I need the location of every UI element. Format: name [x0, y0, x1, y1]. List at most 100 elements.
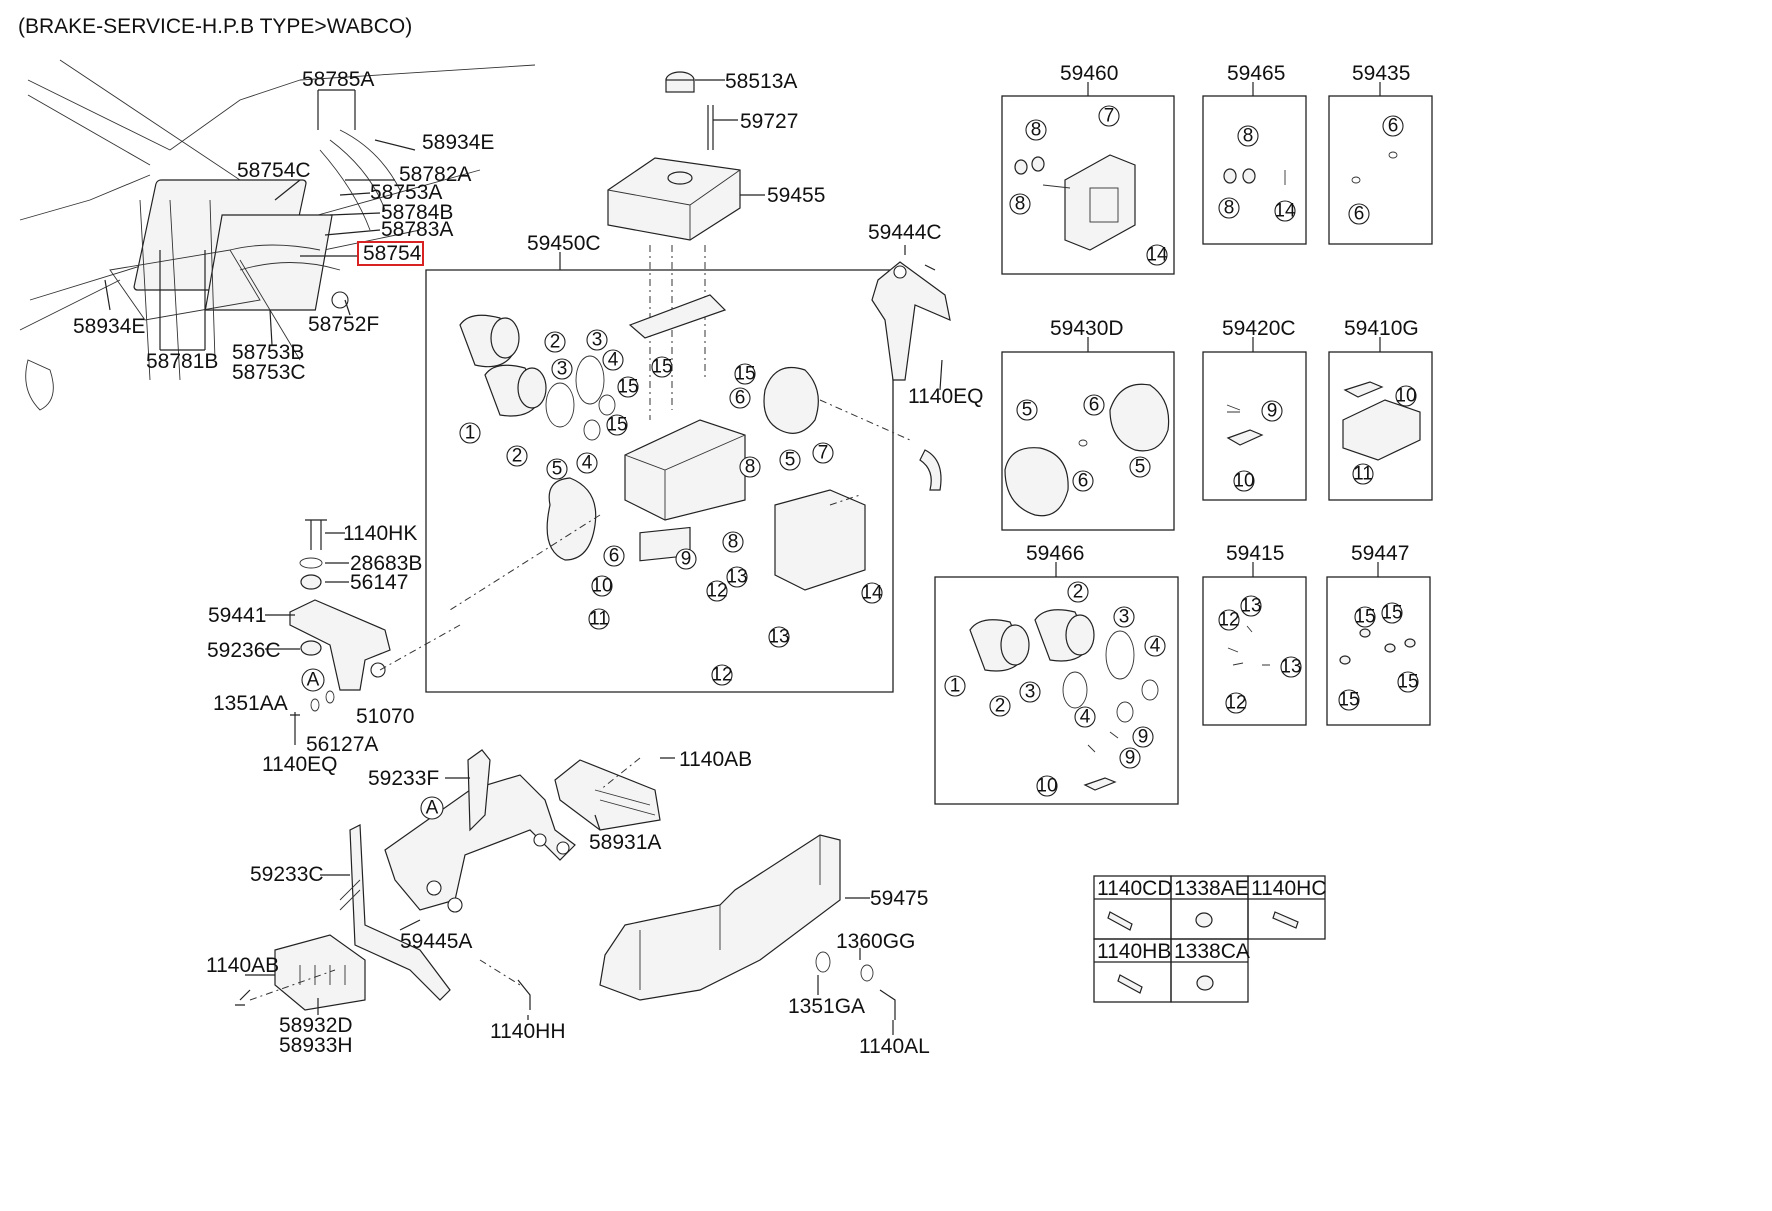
label-58754C: 58754C — [237, 159, 311, 182]
table-cell-1338AE: 1338AE — [1174, 877, 1249, 900]
label-58933H: 58933H — [279, 1034, 353, 1057]
label-1140AB-bottom: 1140AB — [206, 954, 279, 977]
leaders-top-left — [104, 89, 416, 351]
callout-9: 9 — [1125, 748, 1136, 769]
callout-13: 13 — [726, 567, 747, 588]
callout-13: 13 — [768, 627, 789, 648]
label-59236C: 59236C — [207, 639, 281, 662]
kit-59435: 6 6 — [1328, 82, 1433, 245]
label-59444C: 59444C — [868, 221, 942, 244]
label-59441: 59441 — [208, 604, 266, 627]
callout-9: 9 — [1138, 727, 1149, 748]
callout-8: 8 — [1015, 194, 1026, 215]
callout-6: 6 — [1089, 395, 1100, 416]
label-58754-highlighted[interactable]: 58754 — [363, 242, 422, 265]
callout-A-top: A — [307, 670, 320, 691]
lower-leaders — [245, 757, 894, 1035]
callout-10: 10 — [1036, 776, 1057, 797]
label-59450C: 59450C — [527, 232, 601, 255]
callout-4: 4 — [1080, 707, 1091, 728]
callout-6: 6 — [735, 388, 746, 409]
callout-9: 9 — [681, 549, 692, 570]
label-1360GG: 1360GG — [836, 930, 915, 953]
kit-label-59466: 59466 — [1026, 542, 1084, 565]
callout-4: 4 — [1150, 636, 1161, 657]
callout-3: 3 — [557, 359, 568, 380]
label-1140EQ-left: 1140EQ — [262, 753, 338, 776]
callout-3: 3 — [1119, 607, 1130, 628]
label-59233C: 59233C — [250, 863, 324, 886]
label-58932D: 58932D — [279, 1014, 353, 1037]
table-cell-1338CA: 1338CA — [1174, 940, 1250, 963]
callout-15: 15 — [734, 364, 755, 385]
callout-10: 10 — [1395, 386, 1416, 407]
label-58785A: 58785A — [302, 68, 374, 91]
kit-59410G: 10 11 — [1328, 337, 1433, 501]
module-callouts: 2 3 3 4 15 15 15 15 6 1 2 4 5 8 5 7 6 9 … — [459, 329, 883, 686]
callout-12: 12 — [706, 581, 727, 602]
kit-label-59430D: 59430D — [1050, 317, 1124, 340]
label-58934E-top: 58934E — [422, 131, 494, 154]
module-parts — [449, 294, 942, 611]
callout-5: 5 — [1135, 457, 1146, 478]
callout-14: 14 — [1274, 201, 1296, 222]
kit-label-59435: 59435 — [1352, 62, 1410, 85]
label-58752F: 58752F — [308, 313, 379, 336]
callout-3: 3 — [592, 330, 603, 351]
callout-6: 6 — [1078, 471, 1089, 492]
label-58513A: 58513A — [725, 70, 797, 93]
callout-2: 2 — [1073, 582, 1084, 603]
callout-8: 8 — [1243, 126, 1254, 147]
kit-59466: 2 3 4 1 3 2 4 9 9 10 — [934, 562, 1179, 805]
callout-8: 8 — [728, 532, 739, 553]
label-1140AB-top: 1140AB — [679, 748, 752, 771]
callout-11: 11 — [1353, 464, 1373, 485]
callout-6: 6 — [1354, 204, 1365, 225]
kit-59447: 15 15 15 15 — [1326, 562, 1431, 726]
label-58753A: 58753A — [370, 181, 442, 204]
table-cell-1140HB: 1140HB — [1097, 940, 1171, 963]
callout-15: 15 — [1354, 607, 1375, 628]
kit-label-59420C: 59420C — [1222, 317, 1296, 340]
callout-13: 13 — [1240, 596, 1261, 617]
label-58781B: 58781B — [146, 350, 218, 373]
label-58931A: 58931A — [589, 831, 661, 854]
fastener-table — [1093, 875, 1326, 1003]
callout-12: 12 — [1225, 693, 1246, 714]
label-59233F: 59233F — [368, 767, 439, 790]
callout-15: 15 — [606, 415, 627, 436]
callout-14: 14 — [861, 583, 883, 604]
callout-2: 2 — [995, 696, 1006, 717]
table-cell-1140HC: 1140HC — [1251, 877, 1327, 900]
callout-1: 1 — [465, 423, 476, 444]
diagram-title: (BRAKE-SERVICE-H.P.B TYPE>WABCO) — [18, 15, 412, 38]
label-1140HK: 1140HK — [343, 522, 417, 545]
callout-15: 15 — [651, 357, 672, 378]
label-1140EQ-right: 1140EQ — [908, 385, 984, 408]
label-58784B: 58784B — [381, 201, 453, 224]
label-58934E-bottom: 58934E — [73, 315, 145, 338]
kit-59420C: 9 10 — [1202, 337, 1307, 501]
callout-5: 5 — [785, 450, 796, 471]
kit-label-59415: 59415 — [1226, 542, 1284, 565]
label-1140HH: 1140HH — [490, 1020, 566, 1043]
kit-label-59447: 59447 — [1351, 542, 1409, 565]
highlight-box — [357, 241, 424, 266]
kit-59415: 13 12 13 12 — [1202, 562, 1307, 726]
callout-4: 4 — [608, 350, 619, 371]
kit-59465: 8 8 14 — [1202, 82, 1307, 245]
label-1140AL: 1140AL — [859, 1035, 930, 1058]
label-56127A: 56127A — [306, 733, 378, 756]
kit-59430D: 5 6 5 6 — [1001, 337, 1175, 531]
callout-10: 10 — [591, 576, 612, 597]
label-58753C: 58753C — [232, 361, 306, 384]
table-cell-1140CD: 1140CD — [1097, 877, 1173, 900]
label-28683B: 28683B — [350, 552, 422, 575]
callout-8: 8 — [1031, 120, 1042, 141]
frame-assembly — [19, 59, 536, 411]
label-58753B: 58753B — [232, 341, 304, 364]
callout-5: 5 — [552, 459, 563, 480]
callout-2: 2 — [512, 446, 523, 467]
reservoir-assembly — [607, 71, 765, 420]
